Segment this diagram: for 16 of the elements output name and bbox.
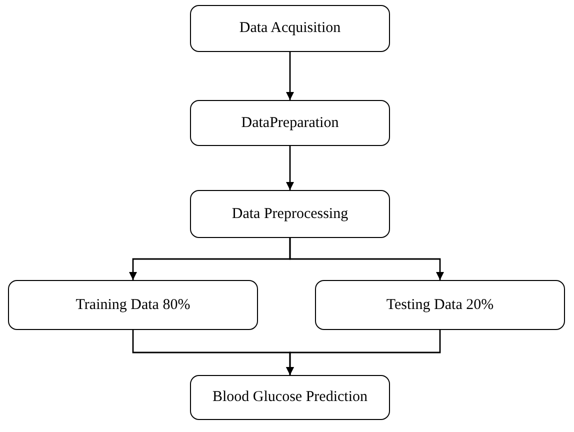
arrow [289,238,444,280]
process-box [190,375,390,420]
process-box [315,280,565,330]
box-label: DataPreparation [241,114,339,132]
process-box [190,5,390,52]
arrow [286,146,294,190]
box-label: Testing Data 20% [386,296,494,314]
box-label: Blood Glucose Prediction [212,389,368,406]
box-label: Data Acquisition [239,20,341,37]
process-box [190,190,390,238]
arrow [286,52,294,100]
box-label: Data Preprocessing [232,206,348,222]
process-box [190,100,390,146]
box-label: Training Data 80% [76,296,190,314]
process-box [8,280,258,330]
arrow [286,330,441,375]
